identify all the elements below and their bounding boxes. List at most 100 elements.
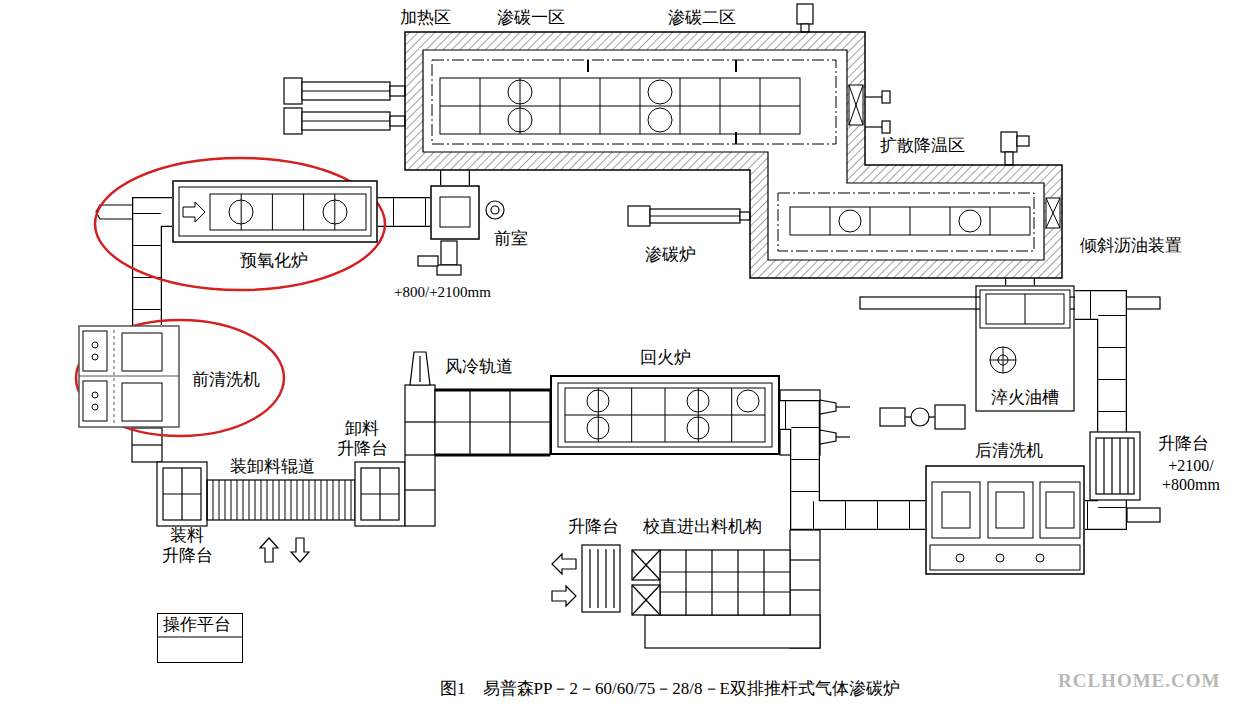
line-art xyxy=(737,390,759,412)
line-art xyxy=(820,400,836,414)
line-art xyxy=(508,80,532,104)
line-art xyxy=(435,389,550,392)
line-art xyxy=(435,390,550,455)
line-art xyxy=(405,385,435,526)
line-art xyxy=(996,492,1024,528)
line-art xyxy=(95,158,385,290)
line-art xyxy=(334,194,335,230)
line-art xyxy=(849,85,863,125)
line-art xyxy=(628,206,650,226)
conveyor-track xyxy=(455,170,456,185)
part-label: 渗碳一区 xyxy=(497,8,565,28)
line-art xyxy=(587,417,609,439)
line-art xyxy=(79,326,179,427)
line-art xyxy=(650,209,740,223)
line-art xyxy=(435,421,550,422)
part-label: 装卸料辊道 xyxy=(230,457,315,477)
line-art xyxy=(284,78,302,104)
line-art xyxy=(83,331,107,371)
line-art xyxy=(157,637,243,638)
track-stroke xyxy=(147,212,172,325)
line-art xyxy=(905,416,911,417)
line-art xyxy=(737,550,738,615)
line-art xyxy=(605,549,606,608)
line-art xyxy=(959,210,981,232)
conveyor-track xyxy=(780,415,925,515)
line-art xyxy=(210,194,366,230)
track-stroke xyxy=(147,212,172,325)
line-art xyxy=(565,415,765,416)
line-art xyxy=(597,549,598,608)
line-art xyxy=(687,390,709,412)
line-art xyxy=(988,482,1033,538)
track-stroke xyxy=(441,170,469,185)
line-art xyxy=(1046,492,1074,528)
line-art xyxy=(763,550,764,615)
line-art xyxy=(1111,438,1112,494)
line-art xyxy=(980,290,1070,328)
line-art xyxy=(272,194,273,230)
line-art xyxy=(790,589,820,590)
line-art xyxy=(122,333,162,371)
line-art xyxy=(92,342,98,348)
conveyor-track xyxy=(378,212,430,213)
line-art xyxy=(648,108,672,132)
part-label: 校直进出料机构 xyxy=(643,517,762,537)
line-art xyxy=(1090,432,1140,500)
line-art xyxy=(990,347,1016,373)
part-label: +2100/ +800mm xyxy=(1158,456,1224,494)
line-art xyxy=(1127,508,1160,522)
line-art xyxy=(390,86,405,96)
line-art xyxy=(419,356,420,382)
line-art xyxy=(92,354,98,360)
line-art xyxy=(632,550,660,580)
equipment-label: 操作平台 xyxy=(163,615,231,635)
line-art xyxy=(910,207,911,235)
line-art xyxy=(509,390,510,455)
line-art xyxy=(865,96,884,97)
line-art xyxy=(687,417,709,439)
tempering-furnace: 回火炉 xyxy=(550,375,780,455)
quench-oil-tank: 淬火油槽 xyxy=(975,285,1075,412)
line-art xyxy=(930,545,1080,570)
line-art xyxy=(790,207,1030,235)
line-art xyxy=(440,106,800,107)
line-art xyxy=(849,85,863,125)
part-label: 卸料 升降台 xyxy=(336,419,389,460)
line-art xyxy=(1046,198,1060,228)
line-art xyxy=(797,4,813,24)
post-washer: 后清洗机 xyxy=(925,465,1085,575)
line-art xyxy=(582,545,620,612)
pre-oxidation-furnace: 预氧化炉 xyxy=(172,180,378,243)
line-art xyxy=(435,454,550,457)
line-art xyxy=(355,462,405,526)
line-art xyxy=(932,482,980,538)
line-art xyxy=(830,207,831,235)
line-art xyxy=(865,126,884,127)
pre-oxidation-furnace-outline xyxy=(172,180,378,243)
line-art xyxy=(390,116,405,126)
line-art xyxy=(926,466,1084,574)
line-art xyxy=(632,585,660,615)
line-art xyxy=(648,80,672,104)
line-art xyxy=(486,201,504,219)
line-art xyxy=(291,538,309,562)
line-art xyxy=(1046,198,1060,228)
line-art xyxy=(158,614,243,663)
line-art xyxy=(935,405,965,429)
line-art xyxy=(735,132,737,144)
line-art xyxy=(986,294,1064,324)
line-art xyxy=(1096,438,1134,494)
line-art xyxy=(302,82,390,100)
line-art xyxy=(260,538,278,562)
line-art xyxy=(92,404,98,410)
line-art xyxy=(839,210,861,232)
line-art xyxy=(1103,438,1104,494)
line-art xyxy=(469,390,470,455)
post-washer-outline xyxy=(925,465,1085,575)
line-art xyxy=(565,388,765,442)
line-art xyxy=(432,60,836,144)
line-art xyxy=(323,200,347,224)
line-art xyxy=(302,112,390,130)
